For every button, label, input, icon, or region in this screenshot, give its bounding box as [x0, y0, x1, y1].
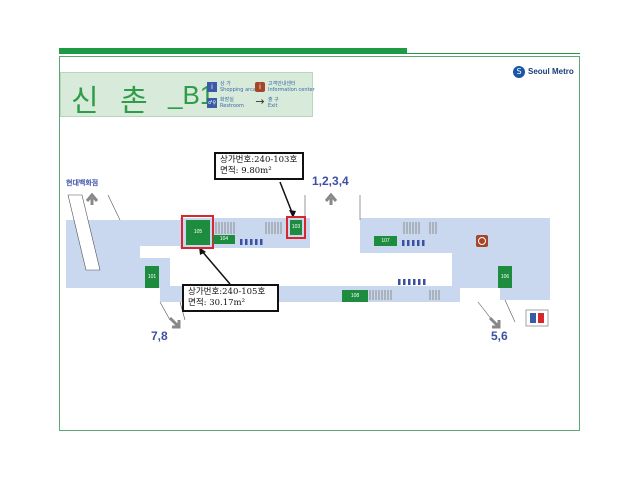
- wall-line: [159, 301, 171, 321]
- callout-shop-area: 면적: 30.17m²: [188, 298, 246, 308]
- restroom-icon: [525, 309, 549, 327]
- floor-label: _B1: [168, 80, 215, 110]
- shop-105: 105: [186, 220, 210, 245]
- exit-label-56: 5,6: [491, 329, 508, 343]
- shop-106: 106: [498, 266, 512, 288]
- callout-connector: [279, 181, 294, 216]
- legend-exit-sublabel: Exit: [268, 103, 278, 109]
- callout-shop-103: 상가번호:240-103호 면적: 9.80m²: [214, 152, 304, 180]
- shop-108: 108: [342, 290, 368, 302]
- legend-restroom-label: 화장실: [220, 97, 234, 103]
- shop-highlight: [286, 216, 306, 239]
- concourse-east: [440, 218, 550, 300]
- info-center-icon: [476, 235, 488, 247]
- restroom-icon: ♂♀: [207, 98, 217, 108]
- exit-arrow-down-icon: [488, 316, 501, 329]
- wall-line: [504, 299, 516, 323]
- info-center-icon: [478, 237, 486, 245]
- restroom-icon: [530, 313, 536, 323]
- header-accent-bar: [59, 48, 407, 54]
- legend-shop-sublabel: Shopping arcade: [220, 87, 263, 93]
- corridor-main-east: [360, 218, 452, 253]
- wall-line: [477, 301, 493, 321]
- stairs: [215, 222, 440, 300]
- landmark-hyundai: 현대백화점: [66, 179, 99, 187]
- exit-label-1234: 1,2,3,4: [312, 174, 349, 188]
- passage-hyundai: [67, 194, 101, 271]
- shop-highlight: [181, 215, 214, 249]
- shop-107: 107: [374, 236, 397, 246]
- shop-103: 103: [290, 220, 302, 235]
- corridor-west: [66, 220, 182, 288]
- callout-shop-number: 상가번호:240-103호: [220, 155, 298, 165]
- shop-104: 104: [213, 235, 235, 244]
- station-title-panel: 신 촌 _B1 i 상 가 Shopping arcade i 고객안내센터 I…: [60, 72, 315, 119]
- callout-shop-105: 상가번호:240-105호 면적: 30.17m²: [182, 284, 279, 312]
- page-frame: [59, 56, 580, 431]
- restroom-icon: [538, 313, 544, 323]
- wall-line: [107, 194, 121, 221]
- exit-label-78: 7,8: [151, 329, 168, 343]
- legend-info-label: 고객안내센터: [268, 81, 296, 87]
- callout-arrowhead: [289, 210, 296, 218]
- legend-shop-label: 상 가: [220, 81, 231, 87]
- shop-icon: i: [207, 82, 217, 92]
- legend-info-sublabel: Information center: [268, 87, 315, 93]
- seoul-metro-logo-icon: S: [513, 66, 525, 78]
- header-accent-line: [407, 53, 580, 54]
- exit-arrow-up-icon: [324, 192, 338, 205]
- callout-shop-number: 상가번호:240-105호: [188, 287, 266, 297]
- shop-101: 101: [145, 266, 159, 288]
- seoul-metro-logo-text: Seoul Metro: [528, 67, 574, 76]
- legend-exit-label: 출 구: [268, 97, 279, 103]
- fare-gates: [240, 239, 426, 285]
- callout-shop-area: 면적: 9.80m²: [220, 166, 272, 176]
- exit-arrow-icon: →: [255, 95, 265, 108]
- legend-restroom-sublabel: Restroom: [220, 103, 244, 109]
- callout-connector: [200, 249, 231, 285]
- exit-arrow-down-icon: [168, 316, 181, 329]
- exit-arrow-up-icon: [85, 192, 99, 205]
- station-name: 신 촌: [71, 84, 154, 119]
- info-icon: i: [255, 82, 265, 92]
